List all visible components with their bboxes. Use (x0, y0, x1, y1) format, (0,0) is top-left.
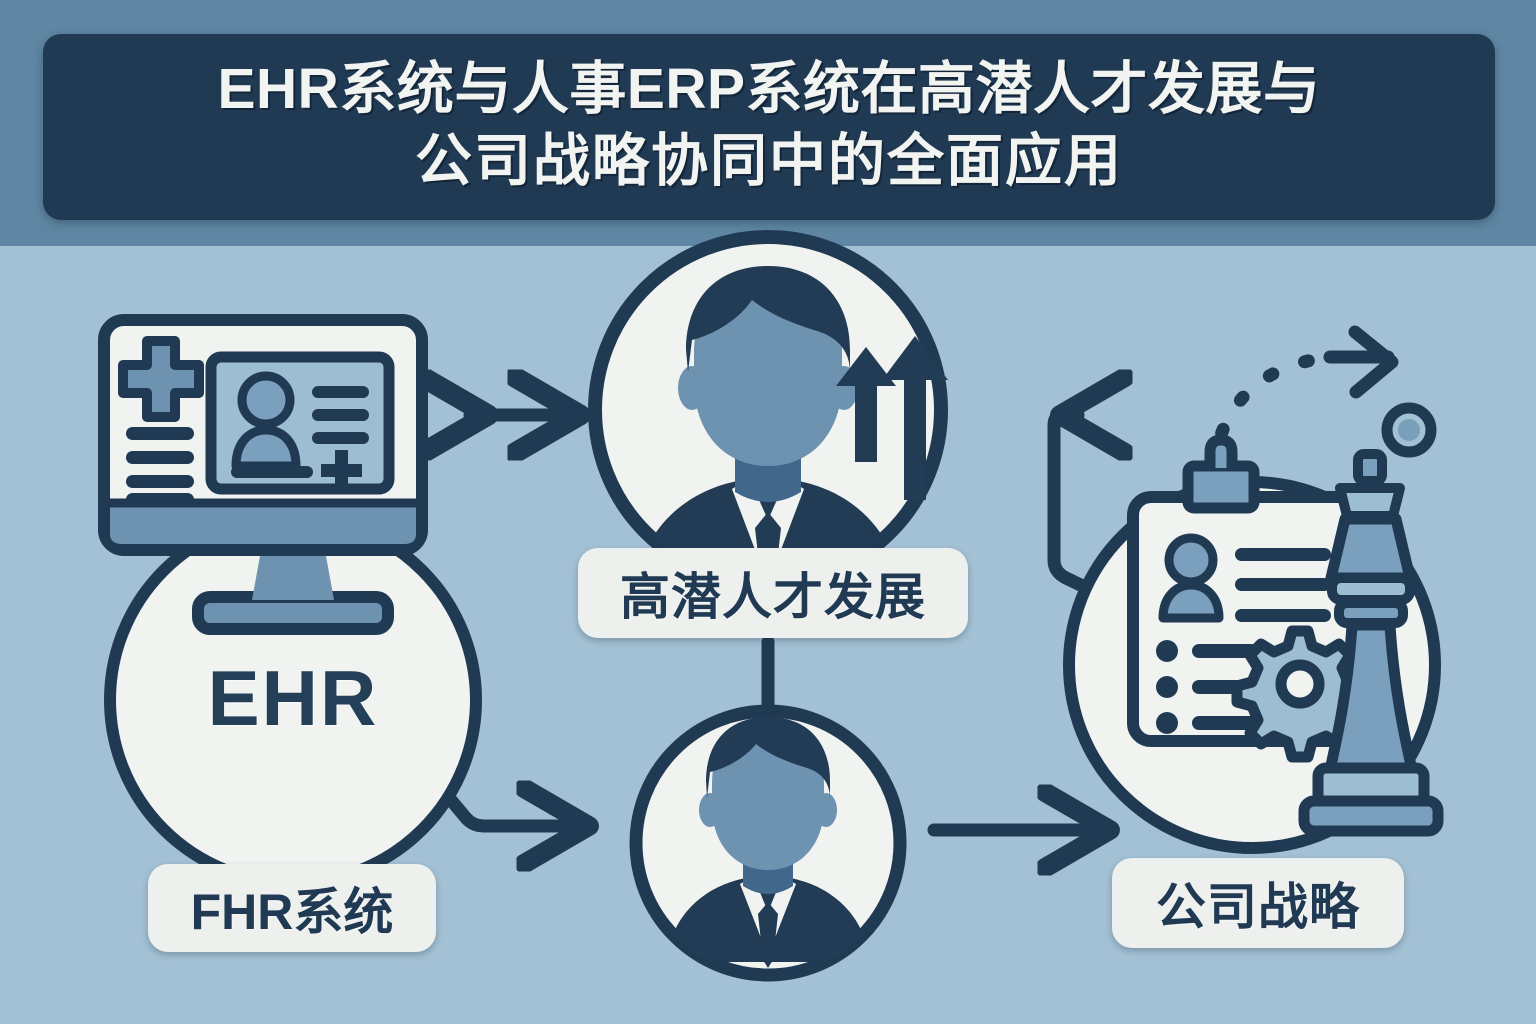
chess-king-icon (1298, 449, 1444, 837)
page-title-line-2: 公司战略协同中的全面应用 (415, 129, 1123, 193)
ehr-circle-label: EHR (207, 653, 379, 742)
card-avatar-icon (231, 371, 301, 471)
clipboard-gear-chess-king-icon (1127, 434, 1444, 837)
connector-ehr-to-employee (408, 750, 571, 826)
growth-arrows-icon (836, 336, 948, 500)
badge-company-strategy[interactable]: 公司战略 (1112, 858, 1404, 948)
desktop-monitor-medical-record-icon (98, 314, 428, 635)
decorative-dot-icon (1381, 402, 1437, 458)
connector-dashed-curve (1206, 325, 1399, 477)
badge-ehr-system[interactable]: FHR系统 (148, 864, 436, 952)
badge-talent-development[interactable]: 高潜人才发展 (578, 548, 968, 638)
node-employee-circle[interactable] (629, 704, 907, 982)
page-title-line-1: EHR系统与人事ERP系统在高潜人才发展与 (217, 57, 1321, 121)
businessman-avatar-icon (640, 717, 896, 968)
connector-strategy-to-talent (1047, 415, 1120, 611)
page-title-bar: EHR系统与人事ERP系统在高潜人才发展与 公司战略协同中的全面应用 (43, 34, 1495, 220)
